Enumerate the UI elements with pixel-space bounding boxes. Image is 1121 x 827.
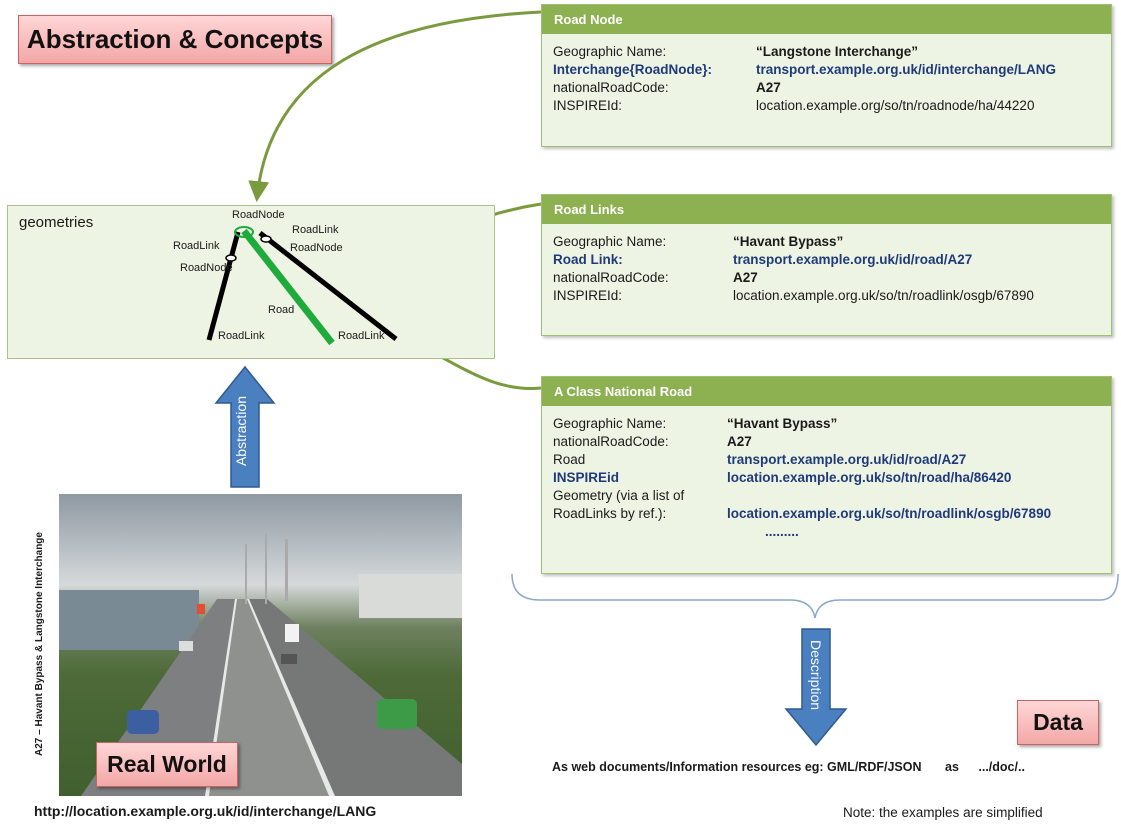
geometries-diagram bbox=[206, 226, 398, 346]
a-class-value-0: “Havant Bypass” bbox=[727, 416, 838, 431]
road-links-label-0: Geographic Name: bbox=[553, 234, 667, 249]
roadnode-right-marker bbox=[260, 235, 272, 243]
web-documents-line: As web documents/Information resources e… bbox=[552, 760, 1025, 774]
abstraction-concepts-title-text: Abstraction & Concepts bbox=[26, 24, 324, 54]
roadlink-left-line bbox=[206, 231, 241, 341]
road-links-card: Road Links Geographic Name: “Havant Bypas… bbox=[541, 194, 1112, 336]
a-class-road-card-header: A Class National Road bbox=[542, 377, 1111, 406]
road-node-value-3: location.example.org/so/tn/roadnode/ha/4… bbox=[756, 98, 1035, 113]
road-node-label-1: Interchange{RoadNode}: bbox=[553, 62, 713, 77]
label-roadnode-left: RoadNode bbox=[180, 262, 233, 274]
simplified-note: Note: the examples are simplified bbox=[843, 805, 1043, 820]
roadlink-right-line bbox=[258, 231, 398, 341]
a-class-road-card: A Class National Road Geographic Name: “H… bbox=[541, 376, 1112, 574]
data-label-box: Data bbox=[1017, 700, 1099, 745]
roadnode-left-marker bbox=[225, 254, 237, 262]
road-node-value-1[interactable]: transport.example.org.uk/id/interchange/… bbox=[756, 62, 1057, 77]
roadnode-top-marker bbox=[234, 226, 254, 238]
road-links-value-2: A27 bbox=[733, 270, 758, 285]
road-links-label-1: Road Link: bbox=[553, 252, 623, 267]
abstraction-arrow-label: Abstraction bbox=[233, 395, 249, 467]
geometries-panel: geometries RoadNode RoadLink RoadNode Ro… bbox=[7, 205, 495, 359]
data-label-text: Data bbox=[1033, 709, 1083, 735]
a-class-value-1: A27 bbox=[727, 434, 752, 449]
label-roadlink-bottom-right: RoadLink bbox=[338, 330, 385, 342]
road-node-label-0: Geographic Name: bbox=[553, 44, 667, 59]
web-documents-path: .../doc/.. bbox=[978, 760, 1025, 774]
a-class-value-3[interactable]: location.example.org.uk/so/tn/road/ha/86… bbox=[727, 470, 1012, 485]
label-roadlink-right: RoadLink bbox=[292, 224, 339, 236]
a-class-ellipsis: ......... bbox=[765, 524, 799, 539]
road-node-label-3: INSPIREId: bbox=[553, 98, 623, 113]
photo-caption: A27 – Havant Bypass & Langstone Intercha… bbox=[34, 532, 45, 756]
label-roadnode-top: RoadNode bbox=[232, 209, 285, 221]
road-links-label-3: INSPIREId: bbox=[553, 288, 623, 303]
road-links-value-1[interactable]: transport.example.org.uk/id/road/A27 bbox=[733, 252, 973, 267]
road-node-card-header: Road Node bbox=[542, 5, 1111, 34]
abstraction-arrow bbox=[214, 365, 276, 488]
a-class-value-5[interactable]: location.example.org.uk/so/tn/roadlink/o… bbox=[727, 506, 1052, 521]
abstraction-concepts-title: Abstraction & Concepts bbox=[18, 15, 332, 64]
web-documents-text: As web documents/Information resources e… bbox=[552, 760, 922, 774]
road-links-label-2: nationalRoadCode: bbox=[553, 270, 669, 285]
web-documents-as: as bbox=[945, 760, 959, 774]
description-arrow-label: Description bbox=[808, 639, 824, 711]
real-world-photo: Real World bbox=[59, 494, 462, 796]
a-class-label-1: nationalRoadCode: bbox=[553, 434, 669, 449]
road-node-card: Road Node Geographic Name: “Langstone Int… bbox=[541, 4, 1112, 147]
label-roadlink-left: RoadLink bbox=[173, 240, 220, 252]
label-roadnode-right: RoadNode bbox=[290, 242, 343, 254]
road-green-line bbox=[241, 228, 335, 346]
bottom-url[interactable]: http://location.example.org.uk/id/interc… bbox=[34, 803, 377, 819]
road-links-value-0: “Havant Bypass” bbox=[733, 234, 844, 249]
real-world-label-text: Real World bbox=[107, 751, 227, 777]
road-node-label-2: nationalRoadCode: bbox=[553, 80, 669, 95]
real-world-label: Real World bbox=[96, 742, 238, 787]
description-arrow bbox=[784, 628, 848, 747]
road-links-card-header: Road Links bbox=[542, 195, 1111, 224]
a-class-label-3: INSPIREid bbox=[553, 470, 620, 485]
a-class-label-4: Geometry (via a list of bbox=[553, 488, 685, 503]
road-node-value-2: A27 bbox=[756, 80, 781, 95]
a-class-label-0: Geographic Name: bbox=[553, 416, 667, 431]
road-links-value-3: location.example.org.uk/so/tn/roadlink/o… bbox=[733, 288, 1034, 303]
a-class-label-2: Road bbox=[553, 452, 586, 467]
description-brace bbox=[511, 573, 1119, 619]
a-class-value-2[interactable]: transport.example.org.uk/id/road/A27 bbox=[727, 452, 967, 467]
arrow-roadnode-to-geometries bbox=[248, 10, 542, 203]
label-road: Road bbox=[268, 304, 295, 316]
label-roadlink-bottom-left: RoadLink bbox=[218, 330, 265, 342]
a-class-label-5: RoadLinks by ref.): bbox=[553, 506, 667, 521]
road-node-value-0: “Langstone Interchange” bbox=[756, 44, 919, 59]
geometries-title: geometries bbox=[19, 214, 94, 231]
